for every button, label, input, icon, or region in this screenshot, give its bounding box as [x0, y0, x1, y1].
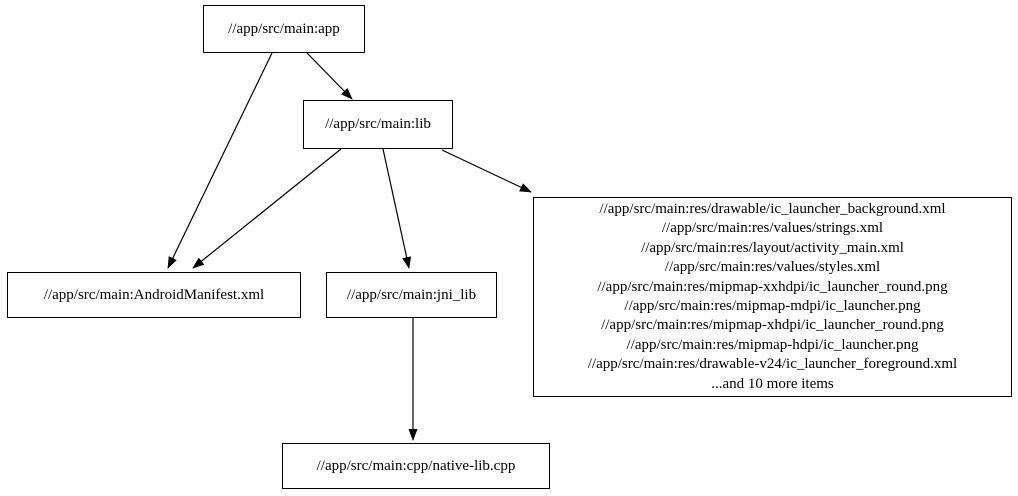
resource-line: //app/src/main:res/values/strings.xml	[661, 220, 884, 237]
node-resources-list: //app/src/main:res/drawable/ic_launcher_…	[533, 197, 1012, 397]
node-jni-lib: //app/src/main:jni_lib	[326, 272, 497, 318]
resource-line: //app/src/main:res/values/styles.xml	[664, 259, 881, 276]
node-lib: //app/src/main:lib	[303, 100, 453, 149]
edge-app-to-manifest	[167, 52, 273, 269]
resource-line: //app/src/main:res/drawable/ic_launcher_…	[599, 200, 946, 217]
resource-line: //app/src/main:res/mipmap-xhdpi/ic_launc…	[601, 317, 944, 334]
resource-line: //app/src/main:res/drawable-v24/ic_launc…	[587, 356, 958, 373]
node-native-lib-cpp: //app/src/main:cpp/native-lib.cpp	[282, 443, 550, 489]
resource-line: //app/src/main:res/mipmap-mdpi/ic_launch…	[624, 298, 921, 314]
resource-line-more: ...and 10 more items	[711, 375, 834, 392]
node-android-manifest: //app/src/main:AndroidManifest.xml	[7, 272, 301, 318]
node-app: //app/src/main:app	[203, 5, 365, 53]
edge-app-to-lib	[306, 52, 353, 100]
resource-line: //app/src/main:res/mipmap-hdpi/ic_launch…	[626, 336, 919, 353]
edge-lib-to-manifest	[192, 148, 342, 269]
edge-lib-to-resources	[441, 149, 532, 193]
resource-line: //app/src/main:res/mipmap-xxhdpi/ic_laun…	[597, 278, 948, 295]
edge-lib-to-jni-lib	[382, 148, 412, 269]
resource-line: //app/src/main:res/layout/activity_main.…	[641, 239, 904, 256]
